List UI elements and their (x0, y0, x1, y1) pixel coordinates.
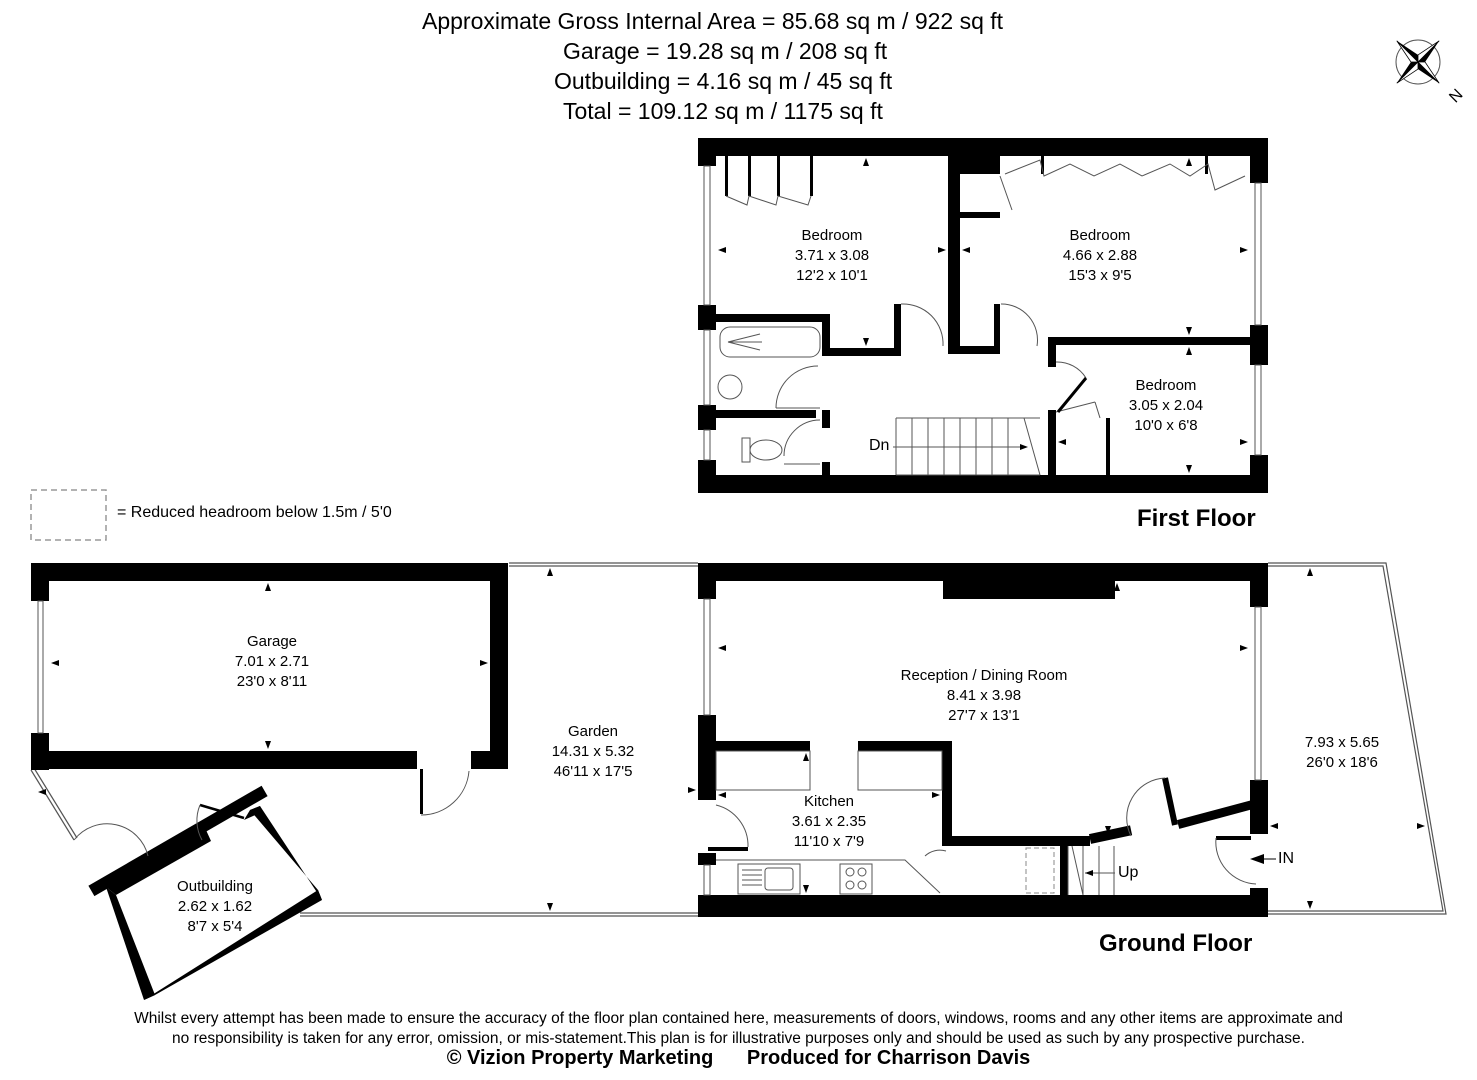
room-size-metric: 14.31 x 5.32 (551, 743, 635, 760)
room-name: Outbuilding (177, 878, 253, 895)
room-size-imperial: 23'0 x 8'11 (236, 673, 308, 690)
room-size-metric: 3.71 x 3.08 (794, 247, 870, 264)
dashed-box-icon (30, 489, 107, 541)
room-label-bedroom-3: Bedroom 3.05 x 2.04 10'0 x 6'8 (1129, 376, 1203, 436)
room-label-garage: Garage 7.01 x 2.71 23'0 x 8'11 (235, 632, 309, 692)
room-size-imperial: 11'10 x 7'9 (793, 833, 865, 850)
room-name: Garage (246, 633, 298, 650)
room-size-metric: 3.05 x 2.04 (1128, 397, 1204, 414)
room-size-imperial: 26'0 x 18'6 (1306, 754, 1378, 771)
room-size-metric: 4.66 x 2.88 (1062, 247, 1138, 264)
room-size-metric: 3.61 x 2.35 (791, 813, 867, 830)
gross-internal-area: Approximate Gross Internal Area = 85.68 … (422, 8, 1004, 34)
ground-floor-title: Ground Floor (1099, 930, 1253, 957)
room-label-outbuilding: Outbuilding 2.62 x 1.62 8'7 x 5'4 (177, 877, 253, 937)
stairs-arrow-icon (1085, 870, 1093, 876)
room-name: Garden (567, 723, 619, 740)
stairs-down-label: Dn (869, 437, 890, 454)
ground-floor-door-leaves (940, 851, 946, 893)
room-size-imperial: 10'0 x 6'8 (1134, 417, 1198, 434)
garage-area: Garage = 19.28 sq m / 208 sq ft (563, 38, 888, 64)
copyright: © Vizion Property Marketing (446, 1047, 714, 1069)
compass-rose-icon (1395, 39, 1441, 85)
room-size-metric: 7.93 x 5.65 (1304, 734, 1380, 751)
stairs-arrow-icon (1020, 444, 1028, 450)
stairs-up-label: Up (1118, 864, 1139, 881)
room-size-metric: 8.41 x 3.98 (946, 687, 1022, 704)
room-label-kitchen: Kitchen 3.61 x 2.35 11'10 x 7'9 (792, 792, 866, 852)
room-size-imperial: 27'7 x 13'1 (948, 707, 1020, 724)
disclaimer: Whilst every attempt has been made to en… (0, 1009, 1477, 1049)
room-label-reception-dining: Reception / Dining Room 8.41 x 3.98 27'7… (901, 666, 1068, 726)
total-area: Total = 109.12 sq m / 1175 sq ft (563, 98, 883, 124)
room-size-imperial: 8'7 x 5'4 (187, 918, 243, 935)
room-name: Bedroom (1069, 227, 1131, 244)
garden-boundary (30, 562, 1447, 917)
room-size-metric: 2.62 x 1.62 (177, 898, 253, 915)
room-size-imperial: 15'3 x 9'5 (1068, 267, 1132, 284)
room-size-imperial: 46'11 x 17'5 (553, 763, 633, 780)
north-label: N (1446, 86, 1466, 106)
disclaimer-line-1: Whilst every attempt has been made to en… (134, 1010, 1343, 1027)
measurement-markers (38, 158, 1425, 911)
disclaimer-line-2: no responsibility is taken for any error… (172, 1030, 1305, 1047)
room-label-front-garden: 7.93 x 5.65 26'0 x 18'6 (1305, 733, 1379, 773)
outbuilding-walls (106, 806, 322, 1000)
reduced-headroom-area (1025, 847, 1055, 894)
room-name: Kitchen (803, 793, 855, 810)
first-floor-fixtures (717, 159, 1246, 476)
room-label-bedroom-1: Bedroom 3.71 x 3.08 12'2 x 10'1 (795, 226, 869, 286)
first-floor-door-leaves (1056, 377, 1088, 413)
room-label-garden: Garden 14.31 x 5.32 46'11 x 17'5 (552, 722, 635, 782)
outbuilding-area: Outbuilding = 4.16 sq m / 45 sq ft (554, 68, 893, 94)
outbuilding-door (103, 803, 245, 885)
first-floor-title: First Floor (1137, 505, 1256, 532)
credits: © Vizion Property Marketing Produced for… (0, 1047, 1477, 1070)
entrance-arrow-icon (1250, 854, 1276, 864)
room-size-metric: 7.01 x 2.71 (234, 653, 310, 670)
first-floor-plan (698, 138, 1268, 493)
room-name: Reception / Dining Room (900, 667, 1068, 684)
room-label-bedroom-2: Bedroom 4.66 x 2.88 15'3 x 9'5 (1063, 226, 1137, 286)
ground-floor-plan (31, 563, 1268, 917)
room-size-imperial: 12'2 x 10'1 (796, 267, 868, 284)
legend-reduced-headroom: = Reduced headroom below 1.5m / 5'0 (117, 504, 392, 521)
produced-for: Produced for Charrison Davis (746, 1047, 1031, 1069)
room-name: Bedroom (1135, 377, 1197, 394)
entrance-label: IN (1278, 850, 1294, 867)
ground-floor-fixtures (37, 598, 1262, 896)
room-name: Bedroom (801, 227, 863, 244)
